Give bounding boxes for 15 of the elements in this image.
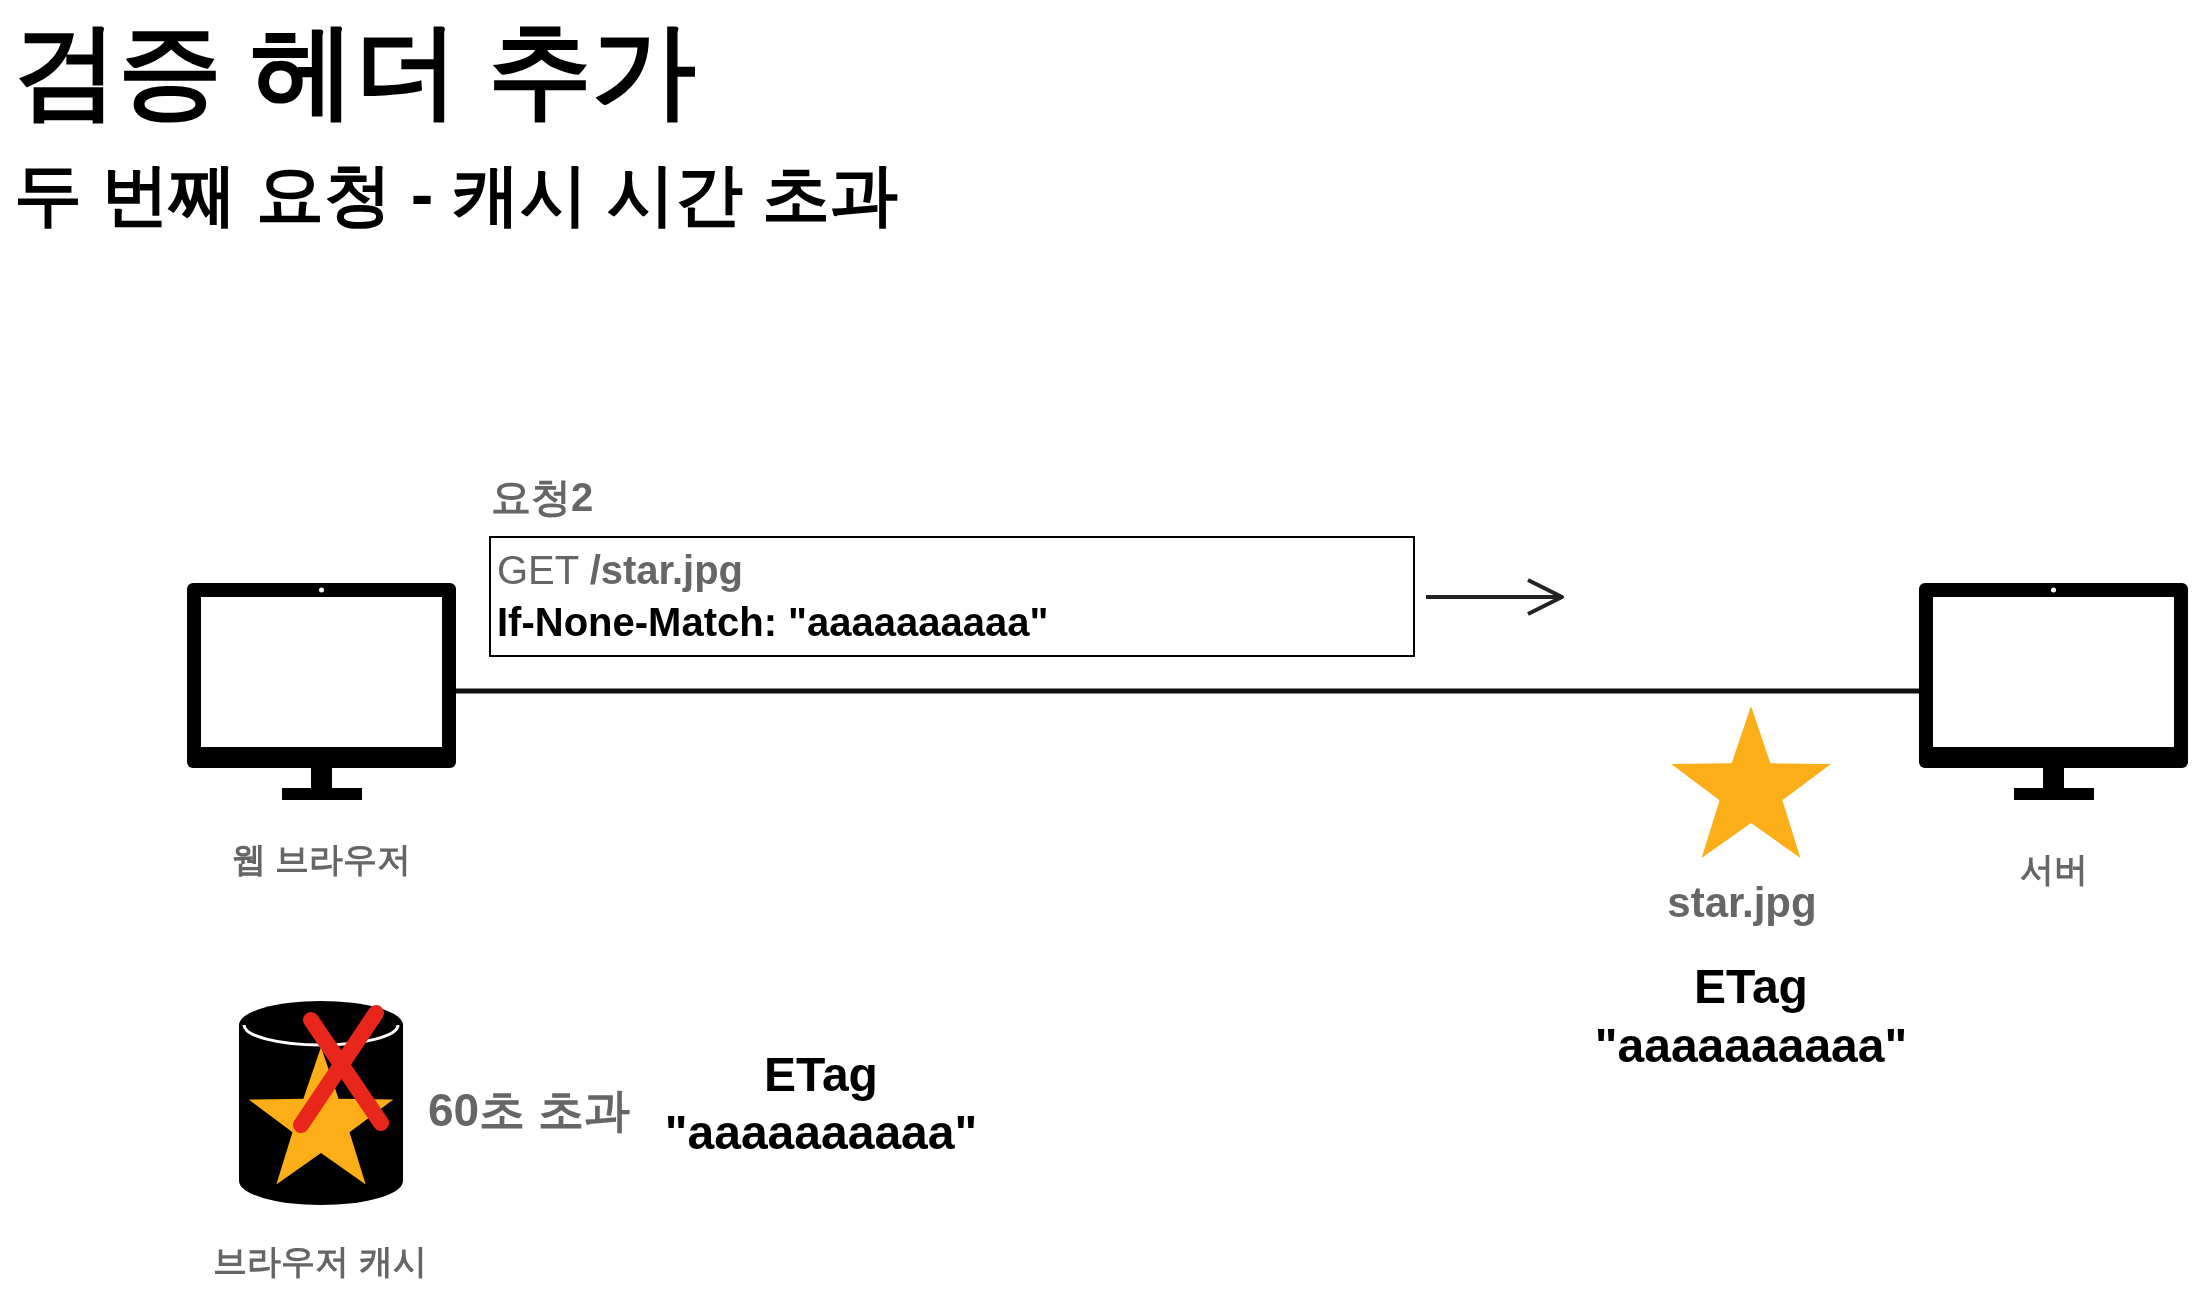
header-value: "aaaaaaaaaa" (664, 1104, 978, 1160)
title: 검증 헤더 추가 (14, 11, 696, 130)
node-label: 브라우저 캐시 (213, 1241, 427, 1282)
request-header: If-None-Match: "aaaaaaaaaa" (497, 599, 1049, 646)
note: 60초 초과 (428, 1083, 630, 1138)
request-line: GET /star.jpg (497, 547, 743, 594)
node-label: 서버 (2019, 849, 2088, 890)
header-value: "aaaaaaaaaa" (1594, 1017, 1908, 1073)
header-name: ETag (1694, 958, 1808, 1014)
node-label: 웹 브라우저 (231, 839, 412, 880)
request-heading: 요청2 (491, 474, 594, 521)
connector-line (456, 688, 1919, 694)
subtitle: 두 번째 요청 - 캐시 시간 초과 (14, 155, 898, 234)
header-name: ETag (764, 1046, 878, 1102)
file-name: star.jpg (1667, 879, 1817, 927)
